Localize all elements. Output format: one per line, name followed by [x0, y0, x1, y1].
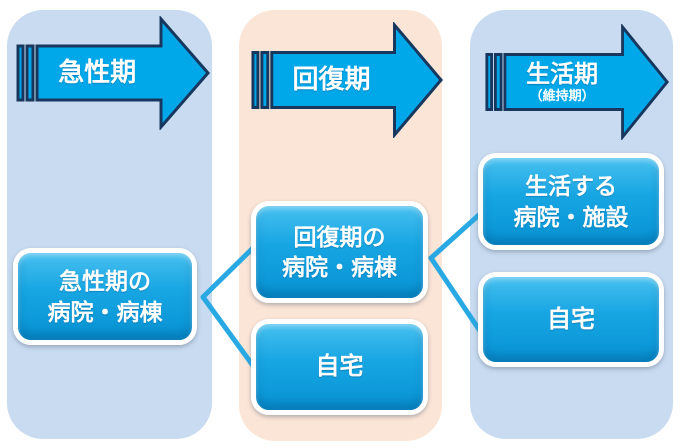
life-phase-arrow: 生活期 （維持期） [484, 24, 670, 140]
striped-right-arrow-icon [251, 22, 443, 138]
connector-acute-to-recovery-home [200, 294, 257, 370]
box-life-home-line1: 自宅 [547, 305, 595, 333]
striped-right-arrow-icon [485, 24, 670, 140]
box-recovery-hospital: 回復期の 病院・病棟 [251, 201, 428, 303]
connector-recovery-to-life-home [428, 255, 483, 334]
acute-phase-arrow: 急性期 [15, 16, 211, 130]
box-acute-hospital-line2: 病院・病棟 [47, 298, 163, 325]
box-life-facility-line1: 生活する [525, 173, 617, 200]
connector-acute-to-recovery-hospital [200, 244, 257, 300]
recovery-phase-arrow: 回復期 [250, 22, 444, 138]
box-recovery-home: 自宅 [251, 319, 428, 415]
box-life-home: 自宅 [478, 272, 664, 367]
box-recovery-hospital-line1: 回復期の [293, 223, 386, 250]
connector-recovery-to-life-facility [428, 211, 483, 261]
striped-right-arrow-icon [16, 16, 210, 130]
box-recovery-hospital-line2: 病院・病棟 [282, 254, 397, 280]
box-life-facility-line2: 病院・施設 [513, 203, 629, 230]
box-life-facility: 生活する 病院・施設 [478, 153, 664, 250]
box-acute-hospital-line1: 急性期の [59, 268, 151, 295]
box-acute-hospital: 急性期の 病院・病棟 [13, 248, 197, 345]
box-recovery-home-line1: 自宅 [315, 353, 364, 381]
